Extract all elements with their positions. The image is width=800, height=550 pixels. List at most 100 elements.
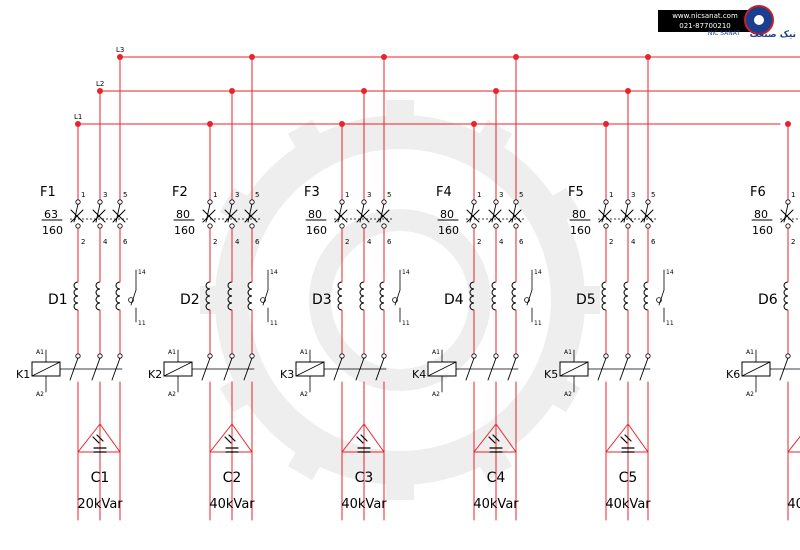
reactor-name: D2 (180, 292, 200, 308)
terminal-label-bottom: 6 (519, 238, 524, 246)
terminal-label-bottom: 2 (81, 238, 85, 246)
terminal-label-top: 1 (345, 191, 349, 199)
terminal-label-top: 3 (499, 191, 503, 199)
cap-plate (488, 436, 496, 444)
coil-a2-label: A2 (300, 391, 308, 398)
terminal-top (603, 199, 609, 205)
cap-plate (96, 434, 104, 442)
cap-side (99, 423, 121, 453)
coil-a1-label: A1 (300, 349, 308, 356)
aux-terminal-label: 14 (534, 269, 542, 276)
terminal-label-bottom: 6 (651, 238, 656, 246)
capacitor-power: 40kVar (341, 497, 387, 512)
fuse-name: F1 (40, 185, 56, 200)
brand-contact-box: www.nicsanat.com 021-87700210 (658, 10, 752, 32)
terminal-label-top: 1 (81, 191, 85, 199)
terminal-label-top: 5 (651, 191, 655, 199)
coil-a1-label: A1 (36, 349, 44, 356)
contactor-terminal (229, 353, 235, 359)
fuse-x-mark (244, 209, 258, 223)
fuse-rating-bottom: 160 (438, 224, 459, 237)
aux-terminal-label: 11 (666, 320, 674, 327)
terminal-label-top: 3 (235, 191, 239, 199)
coil-a2-label: A2 (36, 391, 44, 398)
phase-label-l3: L3 (116, 46, 124, 54)
terminal-top (785, 199, 791, 205)
fuse-rating-bottom: 160 (42, 224, 63, 237)
watermark-gear-icon (200, 100, 600, 500)
thermal-sensor-icon (260, 297, 266, 303)
terminal-label-bottom: 6 (123, 238, 128, 246)
fuse-x-mark (598, 209, 612, 223)
aux-terminal-label: 14 (402, 269, 410, 276)
brand-logo-icon (744, 5, 774, 35)
bus-junction-dot (625, 88, 631, 94)
bus-junction-dot (361, 88, 367, 94)
fuse-name: F2 (172, 185, 188, 200)
contactor-terminal (361, 353, 367, 359)
aux-terminal-label: 11 (534, 320, 542, 327)
fuse-x-mark (466, 209, 480, 223)
reactor-coil (115, 281, 121, 311)
fuse-rating-bottom: 160 (752, 224, 773, 237)
cap-side (341, 423, 365, 453)
aux-terminal-label: 14 (666, 269, 674, 276)
terminal-label-top: 5 (519, 191, 523, 199)
fuse-rating-bottom: 160 (306, 224, 327, 237)
reactor-coil (469, 281, 475, 311)
cap-side (605, 423, 629, 453)
reactor-coil (643, 281, 649, 311)
capacitor-name: C1 (91, 470, 110, 486)
fuse-x-mark (376, 209, 390, 223)
aux-terminal-label: 14 (270, 269, 278, 276)
reactor-coil (247, 281, 253, 311)
terminal-top (645, 199, 651, 205)
cap-plate (228, 434, 236, 442)
bus-junction-dot (339, 121, 345, 127)
bus-junction-dot (381, 54, 387, 60)
contactor-terminal (117, 353, 123, 359)
cap-plate (492, 434, 500, 442)
cap-plate (356, 436, 364, 444)
contactor-terminal (645, 353, 651, 359)
fuse-x-mark (334, 209, 348, 223)
fuse-rating-top: 80 (308, 208, 322, 221)
terminal-top (207, 199, 213, 205)
fuse-rating-top: 63 (44, 208, 58, 221)
reactor-name: D5 (576, 292, 596, 308)
fuse-x-mark (356, 209, 370, 223)
thermal-sensor-icon (524, 297, 530, 303)
capacitor-name: C2 (223, 470, 242, 486)
contactor-coil-diagonal (559, 361, 589, 377)
terminal-label-bottom: 6 (255, 238, 260, 246)
terminal-top (471, 199, 477, 205)
brand-latin: NIC SANAT (707, 30, 740, 37)
coil-a2-label: A2 (564, 391, 572, 398)
capacitor-name: C4 (487, 470, 506, 486)
contactor-terminal (493, 353, 499, 359)
terminal-label-top: 5 (255, 191, 259, 199)
contactor-terminal (75, 353, 81, 359)
terminal-label-bottom: 2 (213, 238, 217, 246)
terminal-label-bottom: 4 (499, 238, 504, 246)
coil-a1-label: A1 (746, 349, 754, 356)
contactor-terminal (625, 353, 631, 359)
fuse-rating-top: 80 (176, 208, 190, 221)
cap-plate (620, 436, 628, 444)
terminal-top (513, 199, 519, 205)
terminal-top (75, 199, 81, 205)
cap-plate (224, 436, 232, 444)
contactor-coil-diagonal (741, 361, 771, 377)
fuse-name: F6 (750, 185, 766, 200)
reactor-coil (73, 281, 79, 311)
brand-persian: نیک صنعت (749, 30, 796, 40)
bus-junction-dot (207, 121, 213, 127)
contactor-terminal (603, 353, 609, 359)
contactor-name: K3 (280, 368, 294, 381)
bus-junction-dot (603, 121, 609, 127)
bus-junction-dot (493, 88, 499, 94)
coil-a1-label: A1 (168, 349, 176, 356)
